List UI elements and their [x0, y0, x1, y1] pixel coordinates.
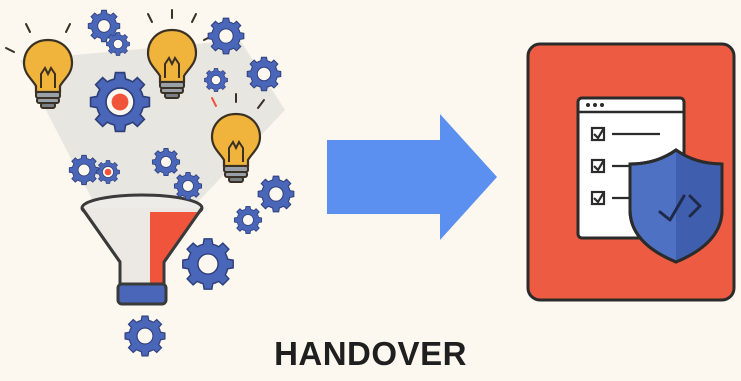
- gear-icon: [204, 68, 228, 92]
- shield-code-icon: [628, 148, 724, 264]
- gear-icon: [257, 175, 295, 213]
- gear-icon: [246, 56, 282, 92]
- gear-icon: [173, 171, 203, 201]
- gear-icon: [207, 17, 245, 55]
- handover-caption: HANDOVER: [274, 335, 467, 372]
- handover-document-panel: [526, 42, 736, 302]
- gear-icon: [96, 160, 119, 183]
- arrow-right-icon: [327, 114, 497, 240]
- gear-icon: [68, 154, 100, 186]
- gear-icon: [151, 147, 181, 177]
- lightbulb-icon: [5, 23, 74, 110]
- checkbox-checked-icon: [590, 126, 660, 142]
- funnel-icon: [80, 193, 204, 306]
- gear-icon: [106, 32, 130, 56]
- gear-icon: [233, 205, 263, 235]
- gear-icon: [91, 73, 150, 132]
- gear-icon: [182, 238, 234, 290]
- ideas-funnel-group: [5, 9, 295, 357]
- lightbulb-icon: [210, 93, 265, 184]
